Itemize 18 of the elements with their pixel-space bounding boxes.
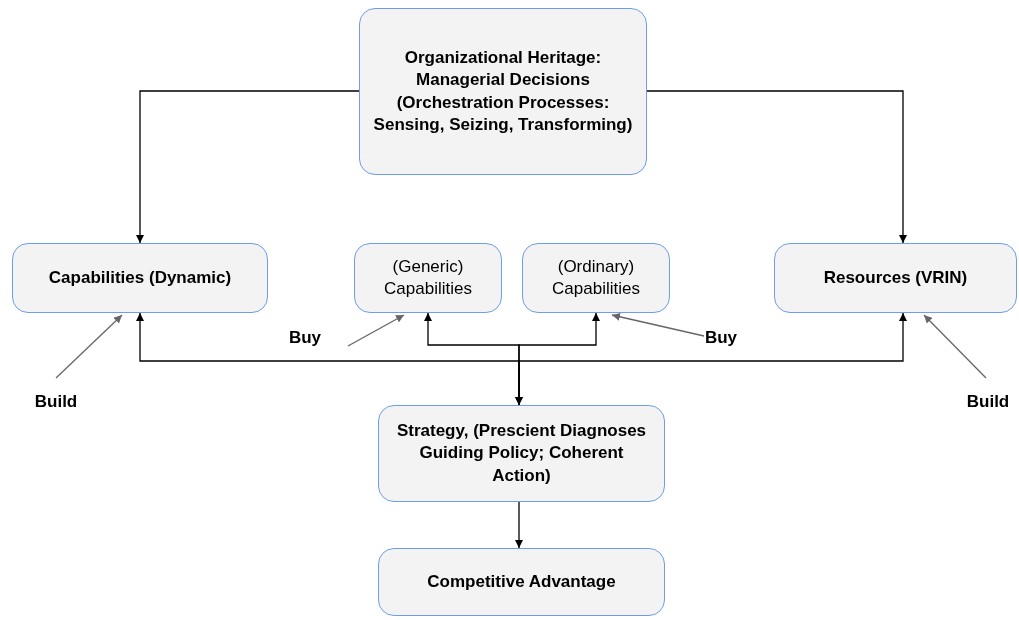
arrow-label: Build <box>26 390 86 414</box>
arrow-label: Buy <box>696 326 746 350</box>
arrow <box>347 314 405 347</box>
rounded-box: Organizational Heritage: Managerial Decisions (Orchestration Processes: Sensing, Seizing, Transforming) <box>359 8 647 175</box>
rounded-box: Capabilities (Dynamic) <box>12 243 268 313</box>
arrow <box>611 312 705 337</box>
arrow-label: Build <box>958 390 1018 414</box>
rounded-box: (Generic) Capabilities <box>354 243 502 313</box>
rounded-box: (Ordinary) Capabilities <box>522 243 670 313</box>
rounded-box: Competitive Advantage <box>378 548 665 616</box>
arrow-label: Buy <box>280 326 330 350</box>
arrow <box>646 90 907 244</box>
rounded-box: Resources (VRIN) <box>774 243 1017 313</box>
arrow <box>515 501 523 549</box>
arrow <box>136 90 360 244</box>
arrow <box>55 314 123 379</box>
arrow <box>923 314 987 379</box>
rounded-box: Strategy, (Prescient Diagnoses Guiding Policy; Coherent Action) <box>378 405 665 502</box>
